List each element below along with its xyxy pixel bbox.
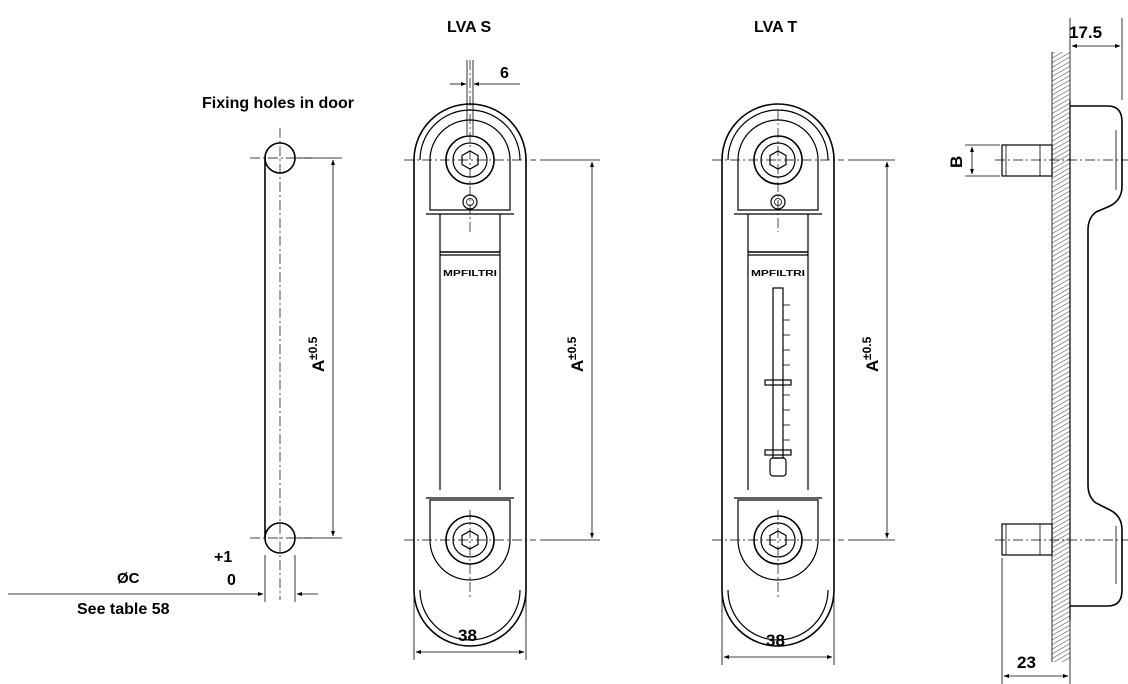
- side-view: B 17.5 23: [947, 18, 1128, 684]
- lva-s-brand: MPFILTRI: [443, 269, 497, 278]
- tolerance-plus: +1: [214, 549, 232, 566]
- svg-text:±0.5: ±0.5: [860, 336, 874, 360]
- dim-38-s-label: 38: [458, 626, 477, 645]
- lva-t-body: [721, 103, 835, 647]
- thermometer-tube: [772, 287, 784, 459]
- lva-t-view: LVA T MPFILTRI: [712, 19, 895, 665]
- lva-s-body: [413, 103, 527, 647]
- dim-a-label-s: A ±0.5: [565, 336, 587, 372]
- svg-text:A: A: [309, 360, 328, 372]
- door-panel: [1052, 52, 1070, 662]
- bottom-screw-stud: [1001, 523, 1053, 556]
- dia-c-label: ØC: [117, 570, 140, 587]
- fixing-holes-title: Fixing holes in door: [202, 95, 354, 112]
- lva-s-view: LVA S MPFILTRI 6: [404, 19, 600, 660]
- dim-6-label: 6: [500, 65, 509, 82]
- thermometer-bulb: [769, 457, 787, 477]
- lva-t-title: LVA T: [754, 19, 797, 36]
- svg-text:±0.5: ±0.5: [565, 336, 579, 360]
- dim-a-label-holes: A ±0.5: [306, 336, 328, 372]
- dim-38-t-label: 38: [766, 631, 785, 650]
- lva-s-title: LVA S: [447, 19, 491, 36]
- svg-text:±0.5: ±0.5: [306, 336, 320, 360]
- lva-t-brand: MPFILTRI: [751, 269, 805, 278]
- dim-a-label-t: A ±0.5: [860, 336, 882, 372]
- svg-text:A: A: [863, 360, 882, 372]
- dim-17-5-label: 17.5: [1069, 23, 1102, 42]
- dim-23-label: 23: [1017, 653, 1036, 672]
- fixing-holes-view: Fixing holes in door A ±0.5 ØC +1 0 See …: [8, 95, 354, 618]
- tolerance-zero: 0: [227, 572, 236, 589]
- indicator-body-profile: [1070, 105, 1123, 607]
- svg-text:A: A: [568, 360, 587, 372]
- top-screw-stud: [1001, 144, 1053, 177]
- svg-text:B: B: [947, 156, 966, 168]
- dim-b-label: B: [947, 156, 966, 168]
- see-table-label: See table 58: [77, 601, 170, 618]
